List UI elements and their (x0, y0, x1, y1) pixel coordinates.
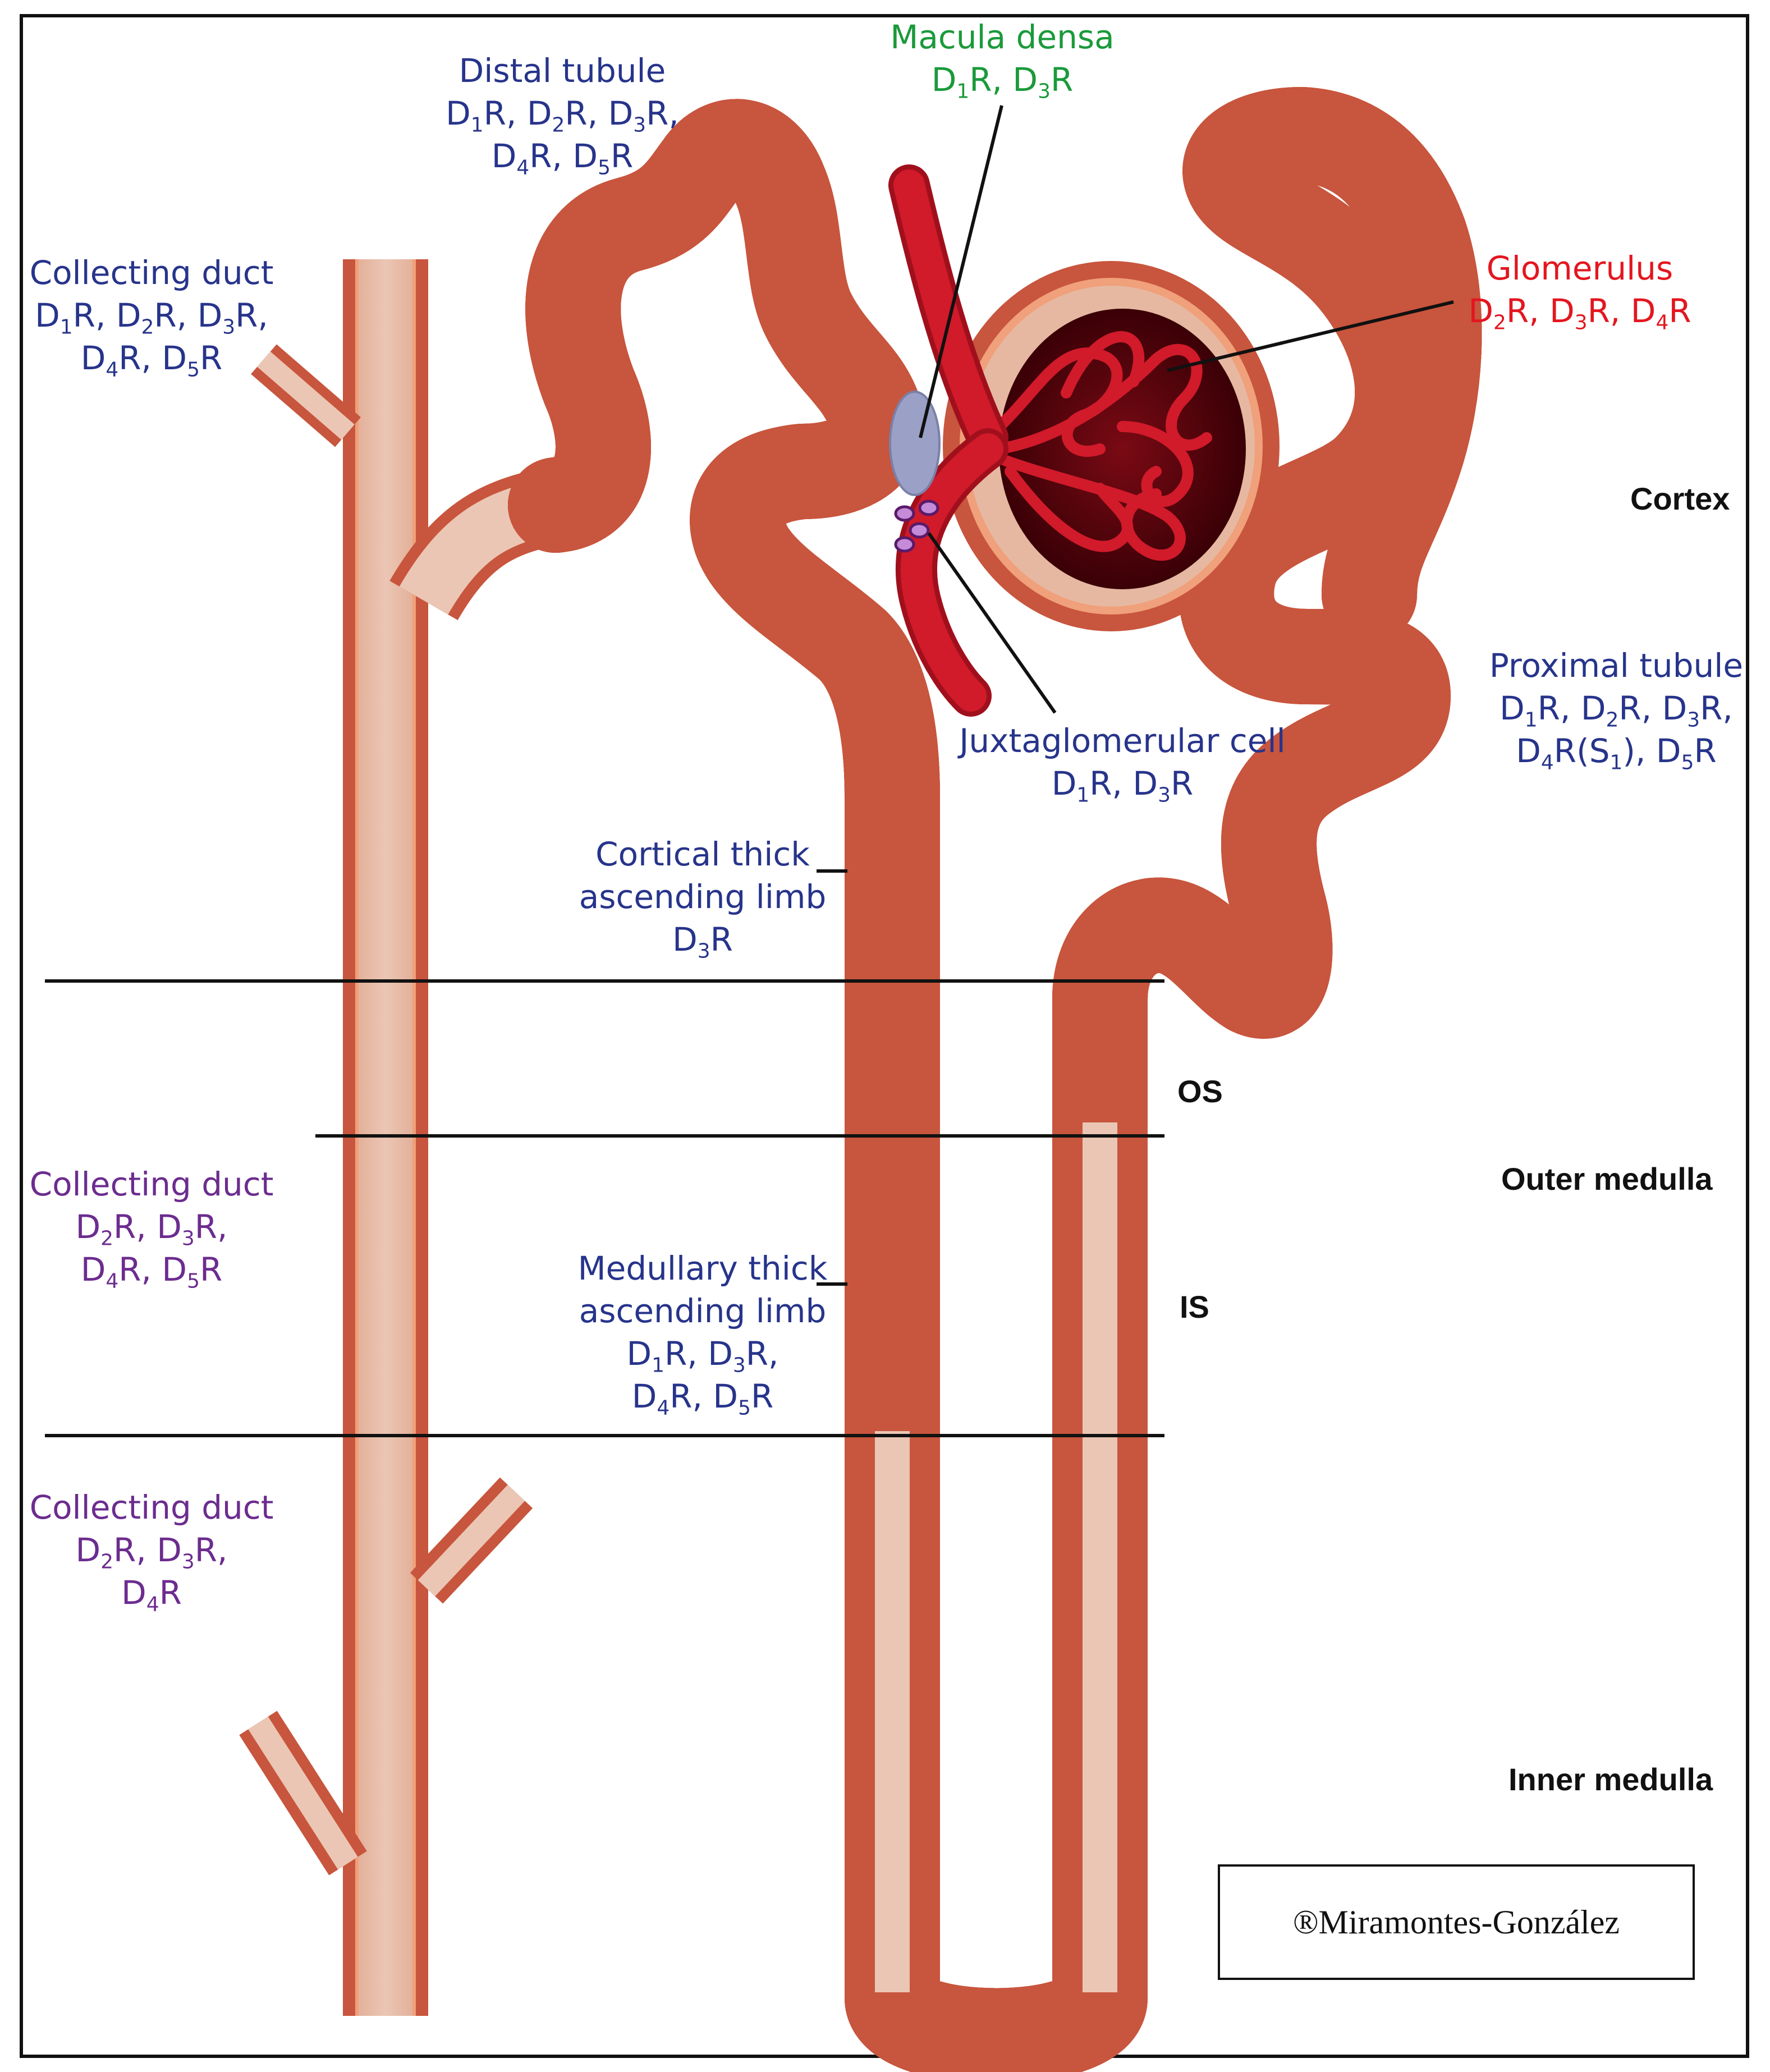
cortical-tal-name-1: Cortical thick (595, 835, 810, 873)
leader-lines (817, 105, 1454, 1286)
collecting-duct-im-receptors-1: D2R, D3R, (75, 1531, 228, 1574)
distal-tubule-name: Distal tubule (458, 52, 666, 90)
cortical-tal-receptors: D3R (672, 920, 733, 963)
collecting-duct-im-receptors-2: D4R (121, 1574, 182, 1616)
label-proximal-tubule: Proximal tubule D1R, D2R, D3R, D4R(S1), … (1489, 644, 1744, 774)
zone-outer-medulla: Outer medulla (1501, 1161, 1713, 1197)
cortical-tal-name-2: ascending limb (579, 878, 827, 916)
collecting-duct-om-receptors-1: D2R, D3R, (75, 1208, 228, 1250)
juxtaglomerular-cell-receptors: D1R, D3R (1051, 764, 1194, 807)
label-collecting-duct-cortex: Collecting duct D1R, D2R, D3R, D4R, D5R (29, 251, 274, 382)
nephron-tubule (508, 87, 1434, 2072)
glomerulus-core (999, 309, 1246, 589)
label-collecting-duct-inner-medulla: Collecting duct D2R, D3R, D4R (29, 1486, 274, 1616)
bowman-capsule (943, 261, 1280, 631)
thin-limb-left (871, 1431, 914, 1992)
medullary-tal-receptors-1: D1R, D3R, (626, 1335, 779, 1377)
label-distal-tubule: Distal tubule D1R, D2R, D3R, D4R, D5R (446, 49, 679, 180)
proximal-tubule-name: Proximal tubule (1489, 647, 1744, 685)
collecting-duct-cortex-name: Collecting duct (29, 254, 274, 292)
glomerulus-receptors: D2R, D3R, D4R (1468, 292, 1691, 334)
label-glomerulus: Glomerulus D2R, D3R, D4R (1468, 247, 1691, 334)
thin-limb-right (1079, 1122, 1121, 1992)
collecting-duct-cortex-receptors-1: D1R, D2R, D3R, (35, 296, 268, 339)
label-juxtaglomerular-cell: Juxtaglomerular cell D1R, D3R (959, 719, 1285, 805)
arterioles (888, 164, 1008, 717)
proximal-tubule-receptors-2: D4R(S1), D5R (1516, 732, 1717, 774)
copyright-box: ®Miramontes-González (1218, 1864, 1695, 1980)
medullary-tal-receptors-2: D4R, D5R (631, 1377, 774, 1420)
juxtaglomerular-cells (894, 499, 939, 553)
glomerular-capillaries (982, 331, 1212, 561)
juxtaglomerular-cell-name: Juxtaglomerular cell (959, 722, 1286, 760)
macula-densa-receptors: D1R, D3R (931, 61, 1074, 103)
medullary-tal-name-2: ascending limb (579, 1292, 827, 1330)
label-collecting-duct-outer-medulla: Collecting duct D2R, D3R, D4R, D5R (30, 1163, 274, 1291)
copyright-text: ®Miramontes-González (1292, 1903, 1620, 1941)
proximal-tubule-receptors-1: D1R, D2R, D3R, (1500, 689, 1733, 732)
label-medullary-thick-ascending-limb: Medullary thick ascending limb D1R, D3R,… (578, 1247, 828, 1418)
macula-densa-name: Macula densa (890, 18, 1115, 56)
label-cortical-thick-ascending-limb: Cortical thick ascending limb D3R (579, 833, 827, 961)
distal-tubule-receptors-2: D4R, D5R (491, 137, 634, 180)
collecting-duct-om-receptors-2: D4R, D5R (80, 1250, 223, 1293)
zone-inner-medulla: Inner medulla (1508, 1762, 1713, 1797)
distal-tubule-receptors-1: D1R, D2R, D3R, (446, 94, 679, 137)
zone-is: IS (1180, 1289, 1209, 1324)
collecting-duct-im-name: Collecting duct (29, 1488, 274, 1527)
zone-os: OS (1177, 1074, 1223, 1109)
zone-cortex: Cortex (1630, 481, 1730, 516)
medullary-tal-name-1: Medullary thick (577, 1249, 828, 1287)
macula-densa-cells (889, 391, 941, 496)
collecting-duct-cortex-receptors-2: D4R, D5R (80, 339, 223, 382)
glomerulus-name: Glomerulus (1486, 249, 1673, 287)
zone-boundaries (45, 979, 1164, 1437)
collecting-duct-om-name: Collecting duct (29, 1165, 274, 1203)
label-macula-densa: Macula densa D1R, D3R (890, 16, 1115, 103)
